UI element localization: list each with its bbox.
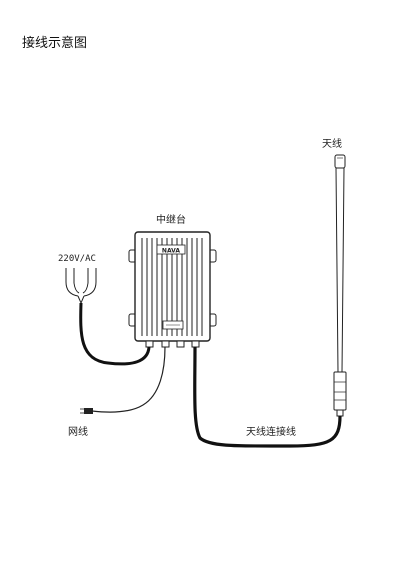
antenna-label: 天线 xyxy=(322,139,342,150)
page-title: 接线示意图 xyxy=(22,36,88,51)
network-cable-label: 网线 xyxy=(68,427,88,438)
network-cable xyxy=(80,346,166,414)
antenna-cable-label: 天线连接线 xyxy=(246,427,296,438)
repeater-device: NAVA xyxy=(128,231,217,348)
brand-plate-text: NAVA xyxy=(162,248,180,255)
antenna xyxy=(333,154,347,417)
repeater-label: 中继台 xyxy=(156,215,186,226)
power-plug xyxy=(65,268,97,305)
antenna-connection-cable xyxy=(193,346,342,448)
power-label: 220V/AC xyxy=(58,254,96,264)
power-cable xyxy=(79,302,151,366)
